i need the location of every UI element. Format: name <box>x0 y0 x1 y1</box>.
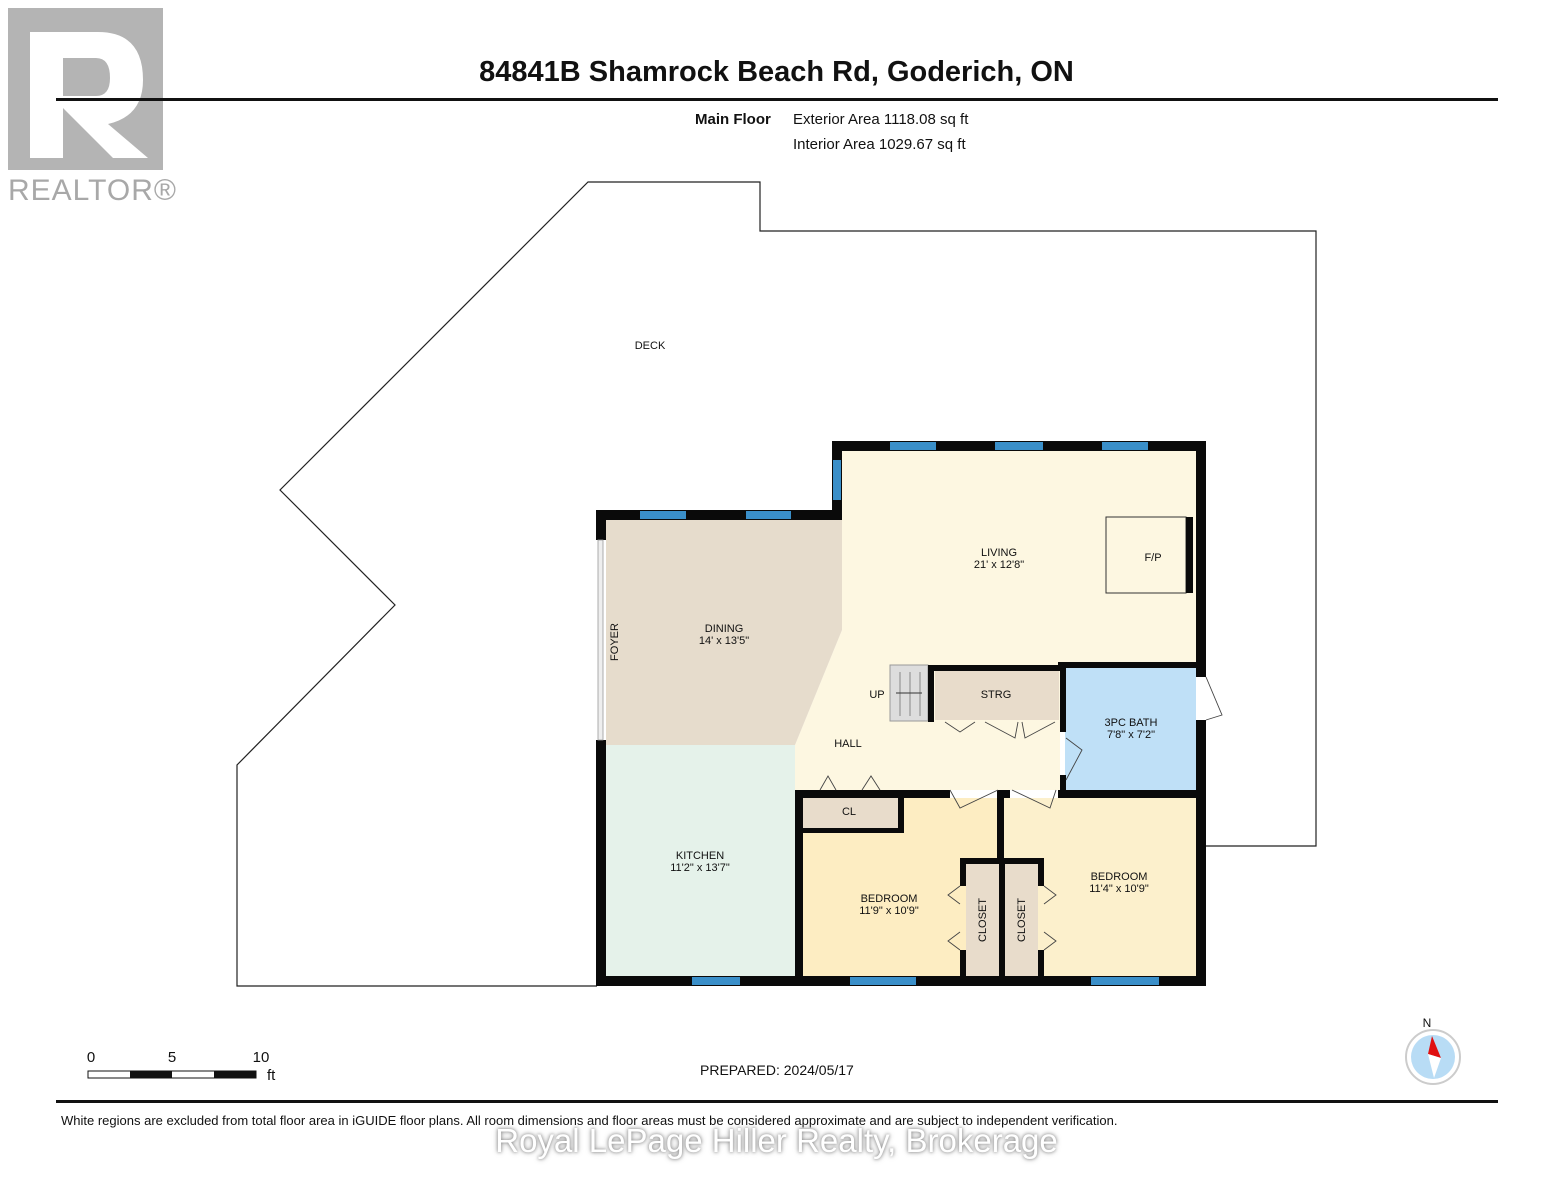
bedroom2-label: BEDROOM <box>1091 871 1148 883</box>
scale-bar: 0 5 10 ft <box>87 1049 276 1084</box>
compass-icon: N <box>1405 1016 1461 1085</box>
closet2-label: CLOSET <box>1016 898 1028 942</box>
deck-outline <box>236 181 1317 987</box>
realtor-logo-mark <box>8 8 163 170</box>
scale-tick-0: 0 <box>87 1049 95 1066</box>
bath-dims: 7'8" x 7'2" <box>1107 729 1155 741</box>
dining-area <box>606 520 842 745</box>
bedroom1-label: BEDROOM <box>861 893 918 905</box>
fireplace-hearth <box>1186 517 1193 593</box>
page-title: 84841B Shamrock Beach Rd, Goderich, ON <box>479 56 1074 88</box>
foyer-label: FOYER <box>609 623 621 661</box>
scale-unit: ft <box>267 1067 276 1084</box>
windows <box>640 442 1159 985</box>
bedroom2-dims: 11'4" x 10'9" <box>1089 883 1149 895</box>
kitchen-dims: 11'2" x 13'7" <box>670 862 730 874</box>
scale-tick-10: 10 <box>253 1049 270 1066</box>
bath-label: 3PC BATH <box>1105 717 1158 729</box>
fireplace-label: F/P <box>1144 552 1161 564</box>
stairs <box>889 664 929 722</box>
dining-dims: 14' x 13'5" <box>699 635 749 647</box>
hall-label: HALL <box>834 738 862 750</box>
storage-area <box>935 670 1059 720</box>
floor-label: Main Floor <box>695 111 771 128</box>
kitchen-label: KITCHEN <box>676 850 724 862</box>
disclaimer: White regions are excluded from total fl… <box>61 1113 1118 1128</box>
deck-label: DECK <box>635 340 666 352</box>
fireplace <box>1105 516 1187 594</box>
hall-closet-label: CL <box>842 806 856 818</box>
prepared-date: PREPARED: 2024/05/17 <box>700 1062 854 1078</box>
dining-label: DINING <box>705 623 744 635</box>
door-swings <box>819 676 1223 951</box>
hall-closet-area <box>803 798 898 828</box>
realtor-logo-text: REALTOR® <box>8 174 178 207</box>
compass-north-label: N <box>1423 1016 1432 1030</box>
closet1-area <box>966 864 999 976</box>
footer-divider <box>56 1100 1498 1103</box>
closet1-label: CLOSET <box>977 898 989 942</box>
kitchen-area <box>606 745 795 976</box>
closet2-area <box>1005 864 1038 976</box>
living-label: LIVING <box>981 547 1017 559</box>
foyer-door <box>597 539 604 741</box>
realtor-logo: REALTOR® <box>8 8 183 213</box>
scale-tick-5: 5 <box>168 1049 176 1066</box>
stairs-up-label: UP <box>869 689 884 701</box>
living-dims: 21' x 12'8" <box>974 559 1024 571</box>
bath-area <box>1065 668 1196 790</box>
interior-area: Interior Area 1029.67 sq ft <box>793 136 966 153</box>
brokerage-watermark: Royal LePage Hiller Realty, Brokerage <box>495 1122 1058 1159</box>
storage-label: STRG <box>981 689 1012 701</box>
exterior-area: Exterior Area 1118.08 sq ft <box>793 111 969 128</box>
bedroom1-dims: 11'9" x 10'9" <box>859 905 919 917</box>
header-divider <box>56 98 1498 101</box>
